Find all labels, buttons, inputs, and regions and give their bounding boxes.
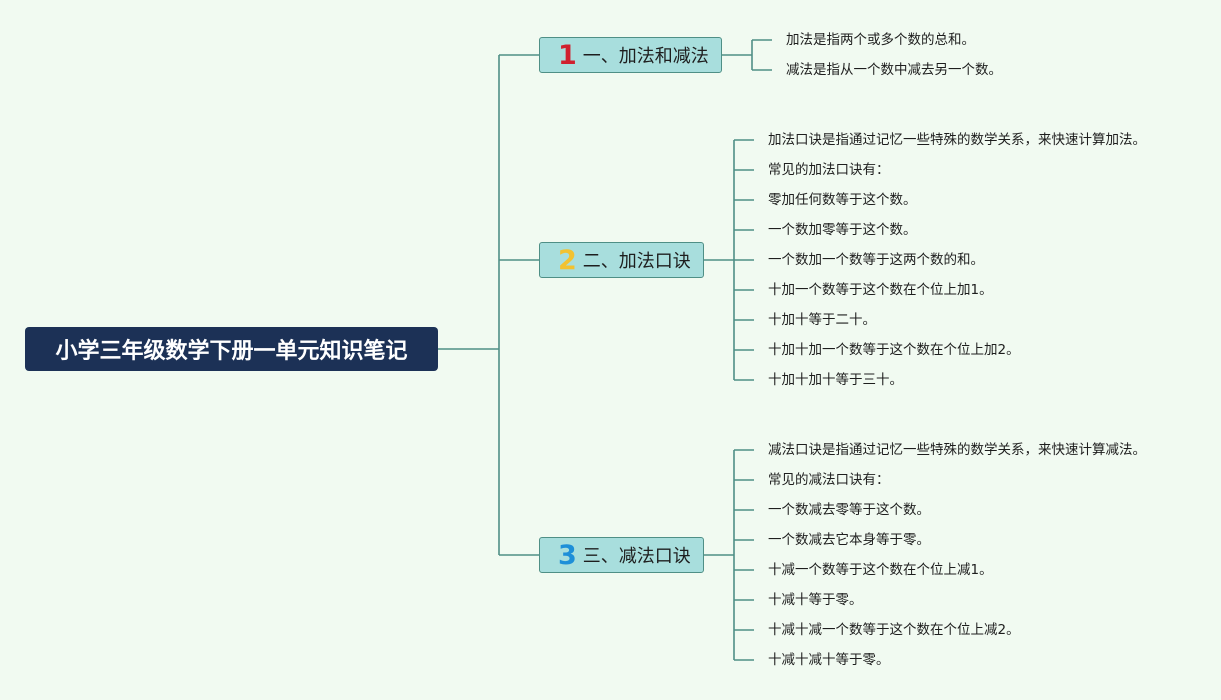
leaf-2-3[interactable]: 零加任何数等于这个数。 [768,192,917,208]
leaf-3-6[interactable]: 十减十等于零。 [768,592,863,608]
leaf-3-2[interactable]: 常见的减法口诀有： [768,472,890,488]
leaf-3-3[interactable]: 一个数减去零等于这个数。 [768,502,930,518]
leaf-2-2[interactable]: 常见的加法口诀有： [768,162,890,178]
root-title: 小学三年级数学下册一单元知识笔记 [55,339,408,364]
leaf-3-5[interactable]: 十减一个数等于这个数在个位上减1。 [768,562,993,578]
leaf-2-9[interactable]: 十加十加十等于三十。 [768,372,903,388]
leaf-1-1[interactable]: 加法是指两个或多个数的总和。 [786,32,975,48]
branch-label-3: 三、减法口诀 [582,546,691,567]
branch-node-2[interactable]: 2 二、加法口诀 [539,242,704,278]
leaf-3-8[interactable]: 十减十减十等于零。 [768,652,890,668]
number-3-icon: 3 [558,539,577,571]
number-2-icon: 2 [558,244,577,276]
branch-node-1[interactable]: 1 一、加法和减法 [539,37,722,73]
leaf-1-2[interactable]: 减法是指从一个数中减去另一个数。 [786,62,1002,78]
branch-node-3[interactable]: 3 三、减法口诀 [539,537,704,573]
leaf-3-1[interactable]: 减法口诀是指通过记忆一些特殊的数学关系，来快速计算减法。 [768,442,1146,458]
branch-label-2: 二、加法口诀 [582,251,691,272]
leaf-2-7[interactable]: 十加十等于二十。 [768,312,876,328]
leaf-2-1[interactable]: 加法口诀是指通过记忆一些特殊的数学关系，来快速计算加法。 [768,132,1146,148]
leaf-3-4[interactable]: 一个数减去它本身等于零。 [768,532,930,548]
branch-label-1: 一、加法和减法 [582,46,709,67]
leaf-2-5[interactable]: 一个数加一个数等于这两个数的和。 [768,252,984,268]
leaf-2-4[interactable]: 一个数加零等于这个数。 [768,222,917,238]
leaf-3-7[interactable]: 十减十减一个数等于这个数在个位上减2。 [768,622,1020,638]
leaf-2-8[interactable]: 十加十加一个数等于这个数在个位上加2。 [768,342,1020,358]
leaf-2-6[interactable]: 十加一个数等于这个数在个位上加1。 [768,282,993,298]
root-node[interactable]: 小学三年级数学下册一单元知识笔记 [25,327,438,371]
number-1-icon: 1 [558,39,577,71]
